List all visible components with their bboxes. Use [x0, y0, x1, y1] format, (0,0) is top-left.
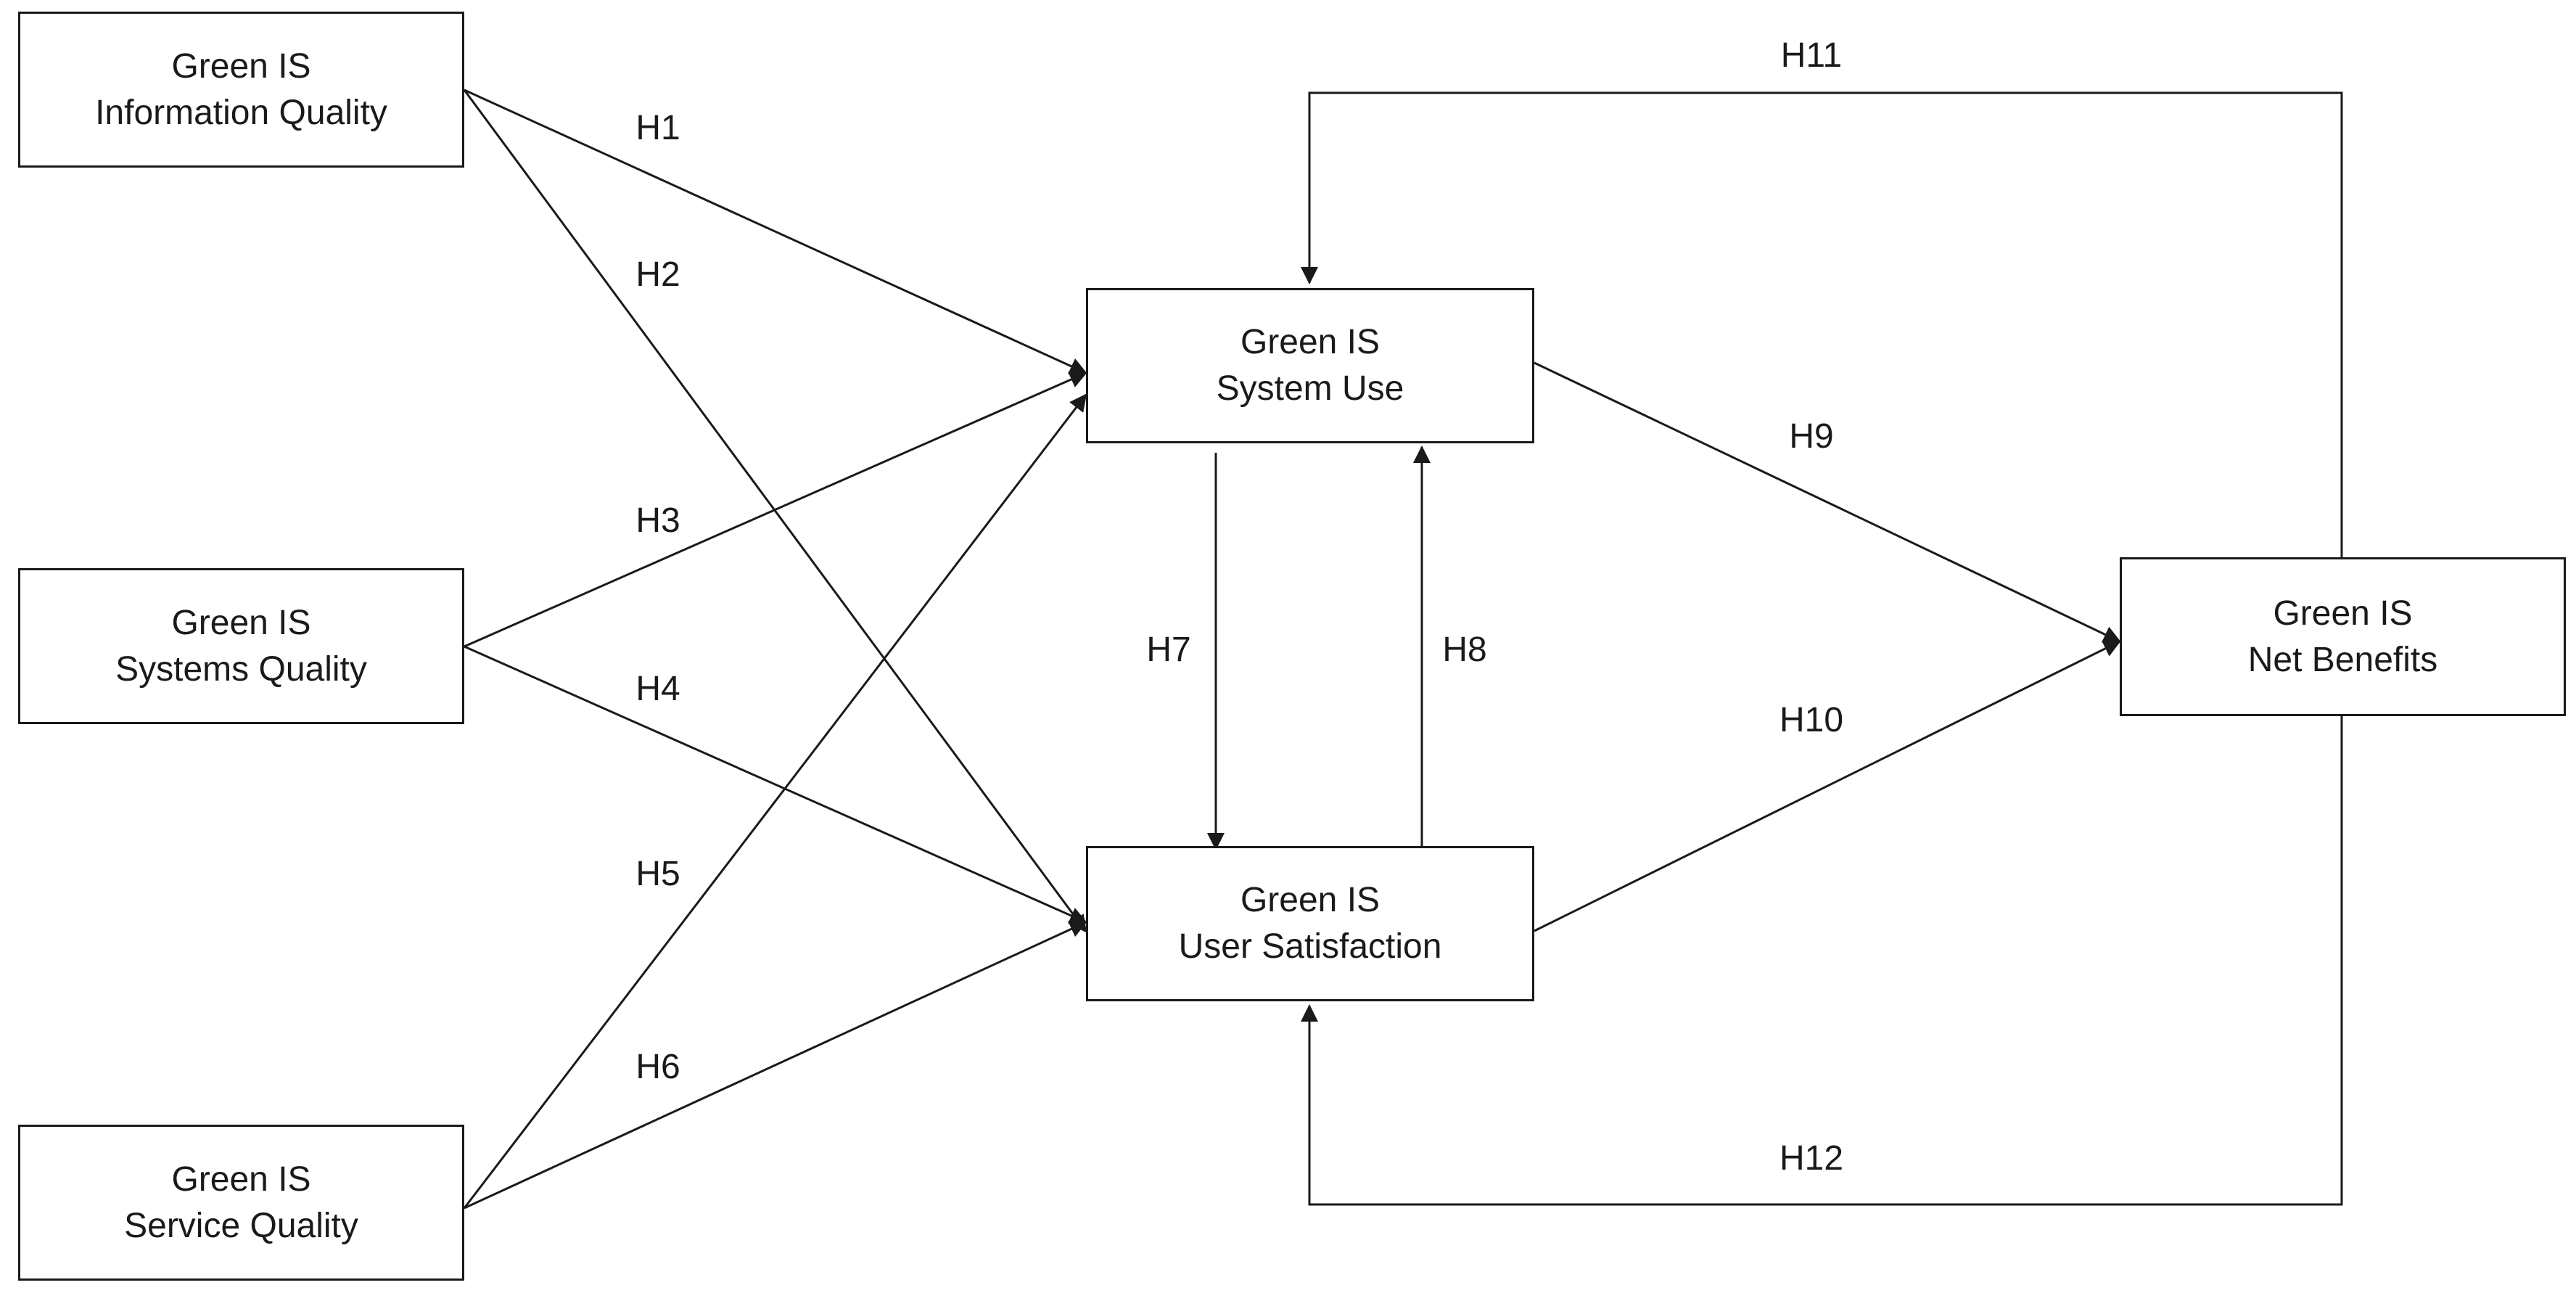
label-h4: H4 — [635, 670, 680, 708]
label-h5: H5 — [635, 855, 680, 893]
node-user-satisfaction-label: Green IS User Satisfaction — [1179, 877, 1442, 970]
arrow-h12 — [1301, 716, 2343, 1206]
node-information-quality-line1: Green IS — [171, 46, 311, 86]
node-service-quality-line1: Green IS — [171, 1159, 311, 1199]
arrow-h9 — [1534, 361, 2121, 643]
label-h1: H1 — [635, 109, 680, 147]
node-net-benefits: Green IS Net Benefits — [2120, 557, 2566, 716]
node-user-satisfaction-line2: User Satisfaction — [1178, 927, 1442, 966]
label-h7: H7 — [1146, 631, 1191, 669]
node-net-benefits-line2: Net Benefits — [2247, 640, 2438, 679]
arrow-h5 — [463, 393, 1087, 1209]
arrow-h3 — [464, 371, 1087, 648]
node-systems-quality-line1: Green IS — [171, 603, 311, 642]
node-system-use-label: Green IS System Use — [1217, 319, 1404, 412]
node-systems-quality-line2: Systems Quality — [115, 649, 367, 689]
arrow-h10 — [1534, 640, 2121, 932]
label-h10: H10 — [1779, 701, 1844, 739]
arrow-h11 — [1301, 91, 2343, 557]
node-systems-quality: Green IS Systems Quality — [18, 568, 464, 724]
label-h2: H2 — [635, 255, 680, 294]
node-information-quality: Green IS Information Quality — [18, 12, 464, 168]
label-h12: H12 — [1779, 1139, 1844, 1178]
arrow-h1 — [464, 89, 1087, 374]
node-service-quality-line2: Service Quality — [124, 1206, 358, 1245]
node-information-quality-line2: Information Quality — [95, 93, 387, 132]
label-h11: H11 — [1780, 36, 1843, 75]
label-h6: H6 — [635, 1048, 680, 1086]
node-systems-quality-label: Green IS Systems Quality — [115, 600, 367, 693]
node-system-use-line1: Green IS — [1240, 323, 1380, 361]
node-information-quality-label: Green IS Information Quality — [95, 44, 387, 136]
node-net-benefits-line1: Green IS — [2273, 594, 2413, 633]
label-h9: H9 — [1789, 417, 1834, 456]
arrow-h4 — [464, 645, 1087, 924]
node-service-quality-label: Green IS Service Quality — [124, 1157, 358, 1249]
node-net-benefits-label: Green IS Net Benefits — [2248, 591, 2437, 684]
node-system-use-line2: System Use — [1216, 369, 1404, 408]
node-system-use: Green IS System Use — [1086, 288, 1534, 443]
arrow-h6 — [464, 921, 1087, 1210]
node-user-satisfaction: Green IS User Satisfaction — [1086, 846, 1534, 1001]
label-h3: H3 — [635, 501, 680, 540]
label-h8: H8 — [1442, 631, 1487, 669]
node-service-quality: Green IS Service Quality — [18, 1125, 464, 1281]
node-user-satisfaction-line1: Green IS — [1240, 881, 1380, 919]
